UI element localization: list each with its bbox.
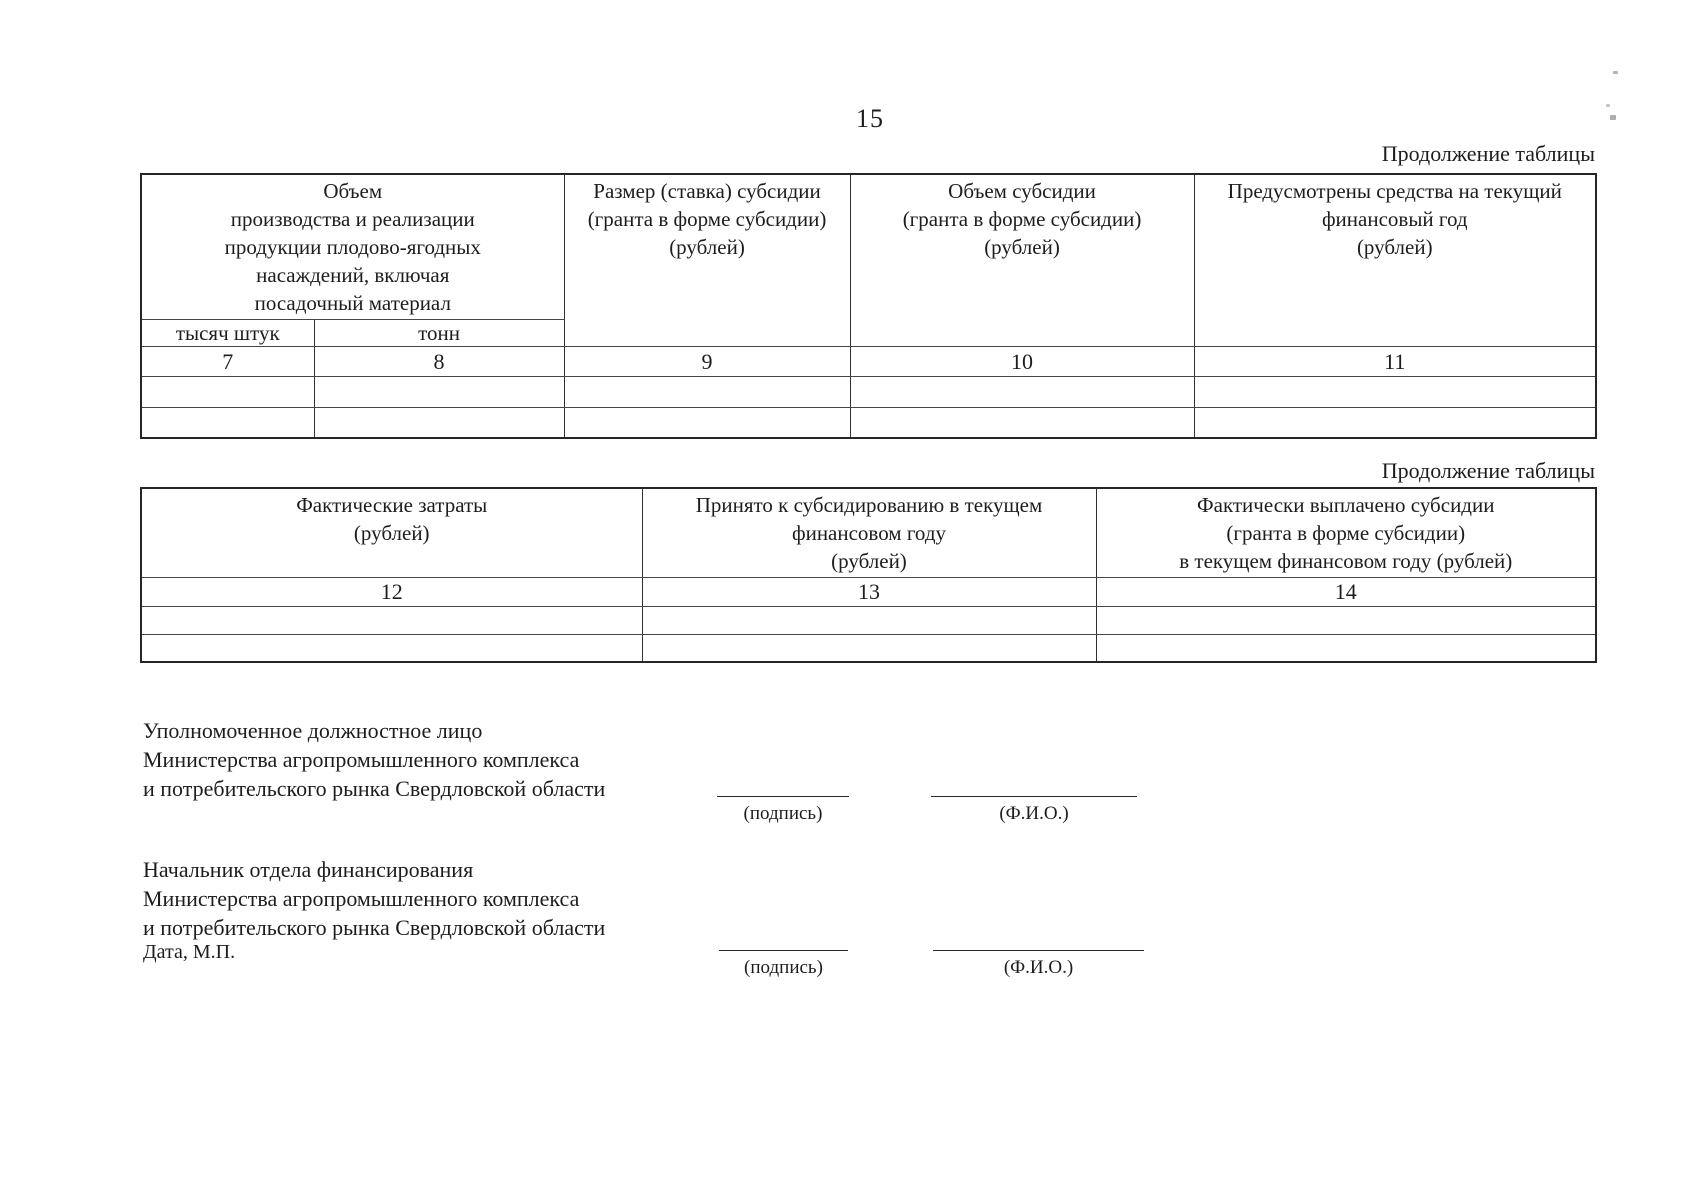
table2-empty-cell	[140, 634, 643, 663]
finance-department-head-title: Начальник отдела финансирования Министер…	[143, 857, 606, 940]
table1-column-number-9: 9	[563, 346, 851, 377]
page-number: 15	[856, 104, 884, 133]
table1-continuation-label: Продолжение таблицы	[1381, 141, 1595, 166]
table1-production-and-subsidy: Объем производства и реализации продукци…	[140, 173, 1598, 439]
table2-empty-row	[140, 634, 1597, 663]
table1-empty-cell	[849, 407, 1195, 439]
table2-empty-cell	[1095, 606, 1597, 635]
table2-header-accepted-current-year: Принято к субсидированию в текущем финан…	[641, 487, 1097, 578]
full-name-caption: (Ф.И.О.)	[1003, 957, 1074, 978]
table2-costs-and-payment: Фактические затраты (рублей) Принято к с…	[140, 487, 1597, 663]
scan-speck	[1610, 115, 1616, 120]
authorized-official-title: Уполномоченное должностное лицо Министер…	[143, 718, 606, 801]
table1-empty-row	[140, 407, 1597, 439]
full-name-caption: (Ф.И.О.)	[999, 803, 1069, 824]
table1-column-number-11: 11	[1193, 346, 1597, 377]
scan-speck	[1613, 71, 1618, 74]
table1-empty-cell	[563, 376, 851, 408]
table1-empty-cell	[313, 376, 565, 408]
signature-line	[719, 950, 848, 951]
table1-column-number-10: 10	[849, 346, 1195, 377]
table2-empty-row	[140, 606, 1597, 635]
table1-header-volume-group: Объем производства и реализации продукци…	[140, 173, 565, 320]
signature-caption: (подпись)	[743, 803, 823, 824]
signature-caption: (подпись)	[744, 957, 823, 978]
table2-empty-cell	[641, 606, 1097, 635]
table1-empty-cell	[1193, 376, 1597, 408]
table2-column-number-13: 13	[641, 577, 1097, 607]
scan-speck	[1606, 104, 1610, 107]
table1-empty-cell	[849, 376, 1195, 408]
table1-empty-row	[140, 376, 1597, 408]
signature-line	[717, 796, 849, 797]
table2-header-paid-current-year: Фактически выплачено субсидии (гранта в …	[1095, 487, 1597, 578]
table2-header-actual-costs: Фактические затраты (рублей)	[140, 487, 643, 578]
table1-header-subsidy-rate: Размер (ставка) субсидии (гранта в форме…	[563, 173, 851, 347]
table1-empty-cell	[313, 407, 565, 439]
table2-empty-cell	[1095, 634, 1597, 663]
table1-empty-cell	[140, 407, 315, 439]
table1-empty-cell	[140, 376, 315, 408]
table2-column-number-12: 12	[140, 577, 643, 607]
table1-header-funds-current-year: Предусмотрены средства на текущий финанс…	[1193, 173, 1597, 347]
full-name-line	[931, 796, 1137, 797]
table2-continuation-label: Продолжение таблицы	[1381, 458, 1595, 483]
table1-column-number-8: 8	[313, 346, 565, 377]
table1-header-subsidy-volume: Объем субсидии (гранта в форме субсидии)…	[849, 173, 1195, 347]
table2-empty-cell	[641, 634, 1097, 663]
table1-subheader-tons: тонн	[313, 319, 565, 347]
table1-column-number-7: 7	[140, 346, 315, 377]
full-name-line	[933, 950, 1144, 951]
date-and-stamp-label: Дата, М.П.	[143, 941, 236, 963]
table1-empty-cell	[563, 407, 851, 439]
table1-subheader-thousand-units: тысяч штук	[140, 319, 315, 347]
table1-empty-cell	[1193, 407, 1597, 439]
table2-empty-cell	[140, 606, 643, 635]
table2-column-number-14: 14	[1095, 577, 1597, 607]
